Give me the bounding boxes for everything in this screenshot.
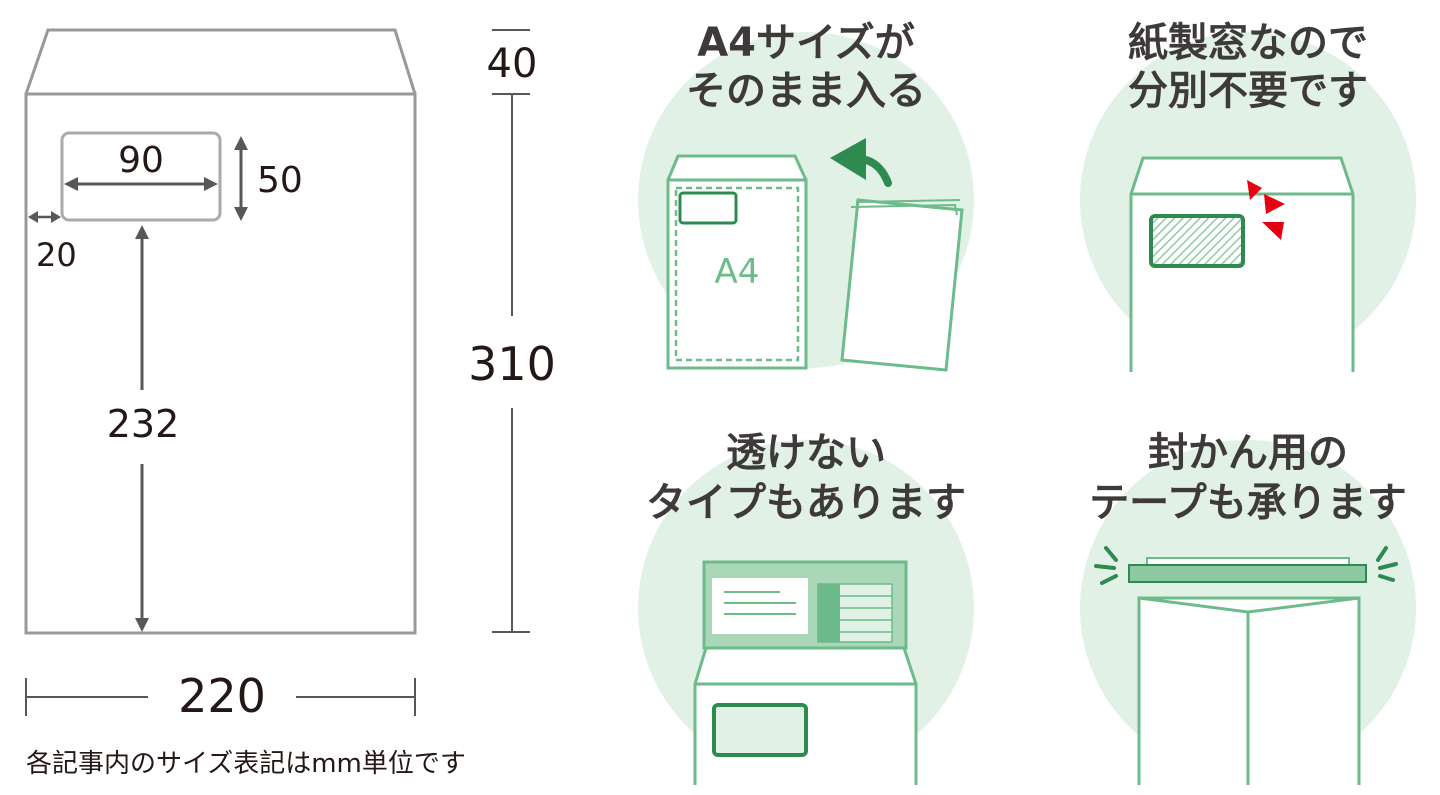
a4-paper-icon xyxy=(840,198,964,372)
envelope-flap xyxy=(24,28,417,95)
envelope-window xyxy=(60,131,222,222)
feature-sealing-tape-line1: 封かん用の xyxy=(1148,430,1348,476)
height-label: 310 xyxy=(468,337,556,391)
window-width-label: 90 xyxy=(118,140,164,181)
feature-paper-window-line2: 分別不要です xyxy=(1128,68,1368,114)
feature-opaque-line2: タイプもあります xyxy=(646,480,966,526)
window-left-label: 20 xyxy=(36,236,77,274)
sparkle-marks-icon xyxy=(1094,546,1398,585)
envelope-dimension-diagram: 90 50 20 232 40 xyxy=(24,28,556,779)
shine-marks-icon xyxy=(1247,180,1285,240)
height-dimension xyxy=(492,94,530,633)
flap-label: 40 xyxy=(487,41,538,87)
feature-a4-line1: A4サイズが xyxy=(697,20,915,66)
width-label: 220 xyxy=(178,669,266,723)
window-height-label: 50 xyxy=(257,160,303,201)
feature-sealing-tape-line2: テープも承ります xyxy=(1089,480,1407,526)
feature-sealing-tape: 封かん用の テープも承ります xyxy=(1080,430,1416,785)
feature-opaque-line1: 透けない xyxy=(726,430,886,476)
feature-paper-window-line1: 紙製窓なので xyxy=(1128,20,1368,66)
feature-a4: A4サイズが そのまま入る A4 xyxy=(638,20,974,372)
a4-label: A4 xyxy=(715,252,760,292)
paper-window-envelope-icon xyxy=(1129,156,1355,372)
width-dimension xyxy=(25,678,416,716)
window-bottom-arrow xyxy=(135,225,149,632)
sealing-tape-envelope-icon xyxy=(1128,557,1367,785)
feature-opaque: 透けない タイプもあります xyxy=(638,430,974,785)
unit-note: 各記事内のサイズ表記はmm単位です xyxy=(26,749,466,779)
feature-a4-line2: そのまま入る xyxy=(686,68,926,114)
feature-paper-window: 紙製窓なので 分別不要です xyxy=(1080,20,1416,372)
insert-arrow-icon xyxy=(830,138,892,187)
a4-envelope-icon: A4 xyxy=(666,154,808,370)
window-left-arrow xyxy=(28,211,61,223)
window-width-arrow xyxy=(64,177,218,191)
window-bottom-label: 232 xyxy=(107,402,180,446)
opaque-envelope-icon xyxy=(693,560,918,785)
window-height-arrow xyxy=(234,136,248,221)
